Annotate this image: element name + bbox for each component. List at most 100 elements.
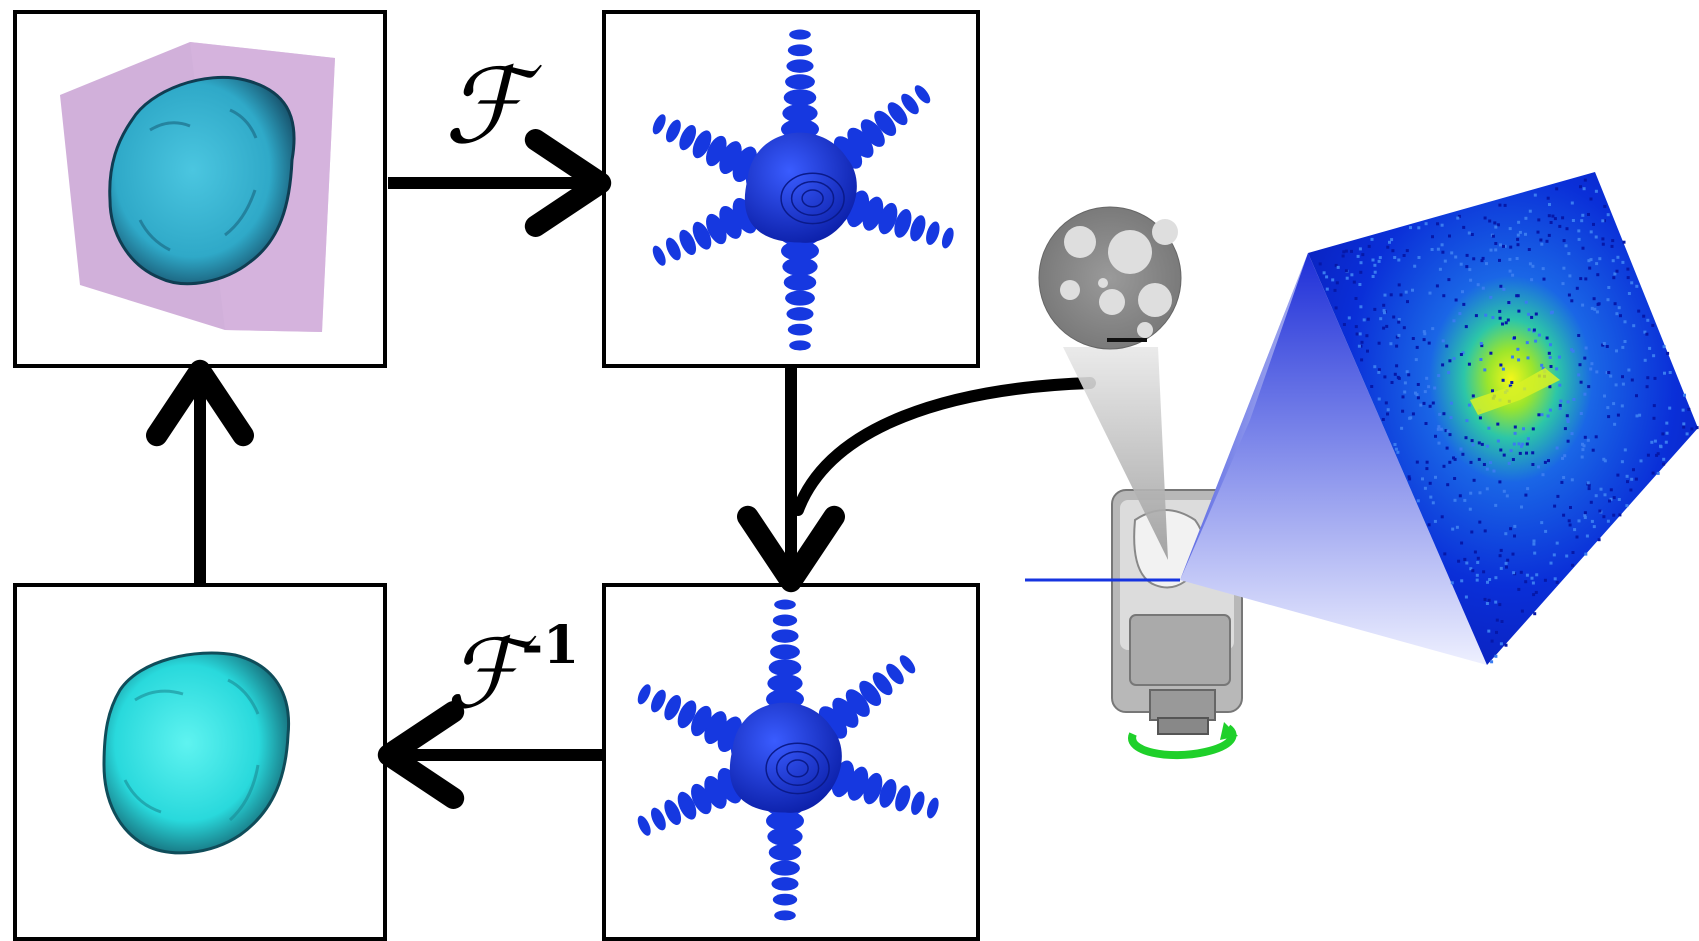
detector-noise-pixel [1499,566,1503,570]
detector-noise-pixel [1385,324,1389,328]
detector-noise-pixel [1571,219,1575,222]
detector-noise-pixel [1436,427,1440,431]
detector-noise-pixel [1532,539,1536,543]
detector-noise-pixel [1540,521,1544,525]
detector-noise-pixel [1620,460,1624,464]
diffraction-speckle [879,779,897,808]
detector-noise-pixel [1646,318,1650,322]
detector-noise-pixel [1682,422,1686,426]
detector-noise-pixel [1611,239,1615,243]
detector-noise-pixel [1386,408,1390,412]
detector-noise-pixel [1402,254,1406,257]
detector-noise-pixel [1533,612,1537,616]
detector-noise-pixel [1488,219,1492,223]
diffraction-speckle [767,827,803,846]
detector-noise-pixel [1468,268,1472,272]
diffraction-speckle [845,689,870,717]
detector-noise-pixel [1612,496,1616,500]
detector-noise-pixel [1635,394,1638,398]
detector-noise-pixel [1482,463,1486,466]
detector-noise-pixel [1560,480,1564,484]
detector-noise-pixel [1485,444,1489,448]
detector-noise-pixel [1480,442,1484,446]
detector-noise-pixel [1481,256,1485,260]
detector-noise-pixel [1435,284,1439,288]
detector-noise-pixel [1498,258,1501,262]
detector-noise-pixel [1358,283,1362,286]
detector-noise-pixel [1499,284,1503,288]
diffraction-speckle [894,209,912,238]
detector-noise-pixel [1428,481,1432,485]
detector-noise-pixel [1397,333,1401,337]
detector-noise-pixel [1390,381,1394,384]
detector-noise-pixel [1366,317,1370,321]
detector-noise-pixel [1489,351,1493,355]
detector-noise-pixel [1555,187,1559,191]
detector-noise-pixel [1433,519,1437,523]
detector-noise-pixel [1552,553,1556,557]
detector-noise-pixel [1605,345,1609,348]
detector-noise-pixel [1662,457,1666,461]
detector-noise-pixel [1526,487,1530,491]
detector-noise-pixel [1594,189,1598,193]
detector-noise-pixel [1439,427,1443,431]
detector-noise-pixel [1549,343,1552,347]
detector-noise-pixel [1335,281,1339,285]
detector-noise-pixel [1342,323,1346,326]
detector-noise-pixel [1459,353,1463,356]
detector-noise-pixel [1518,230,1522,234]
detector-noise-pixel [1359,261,1363,265]
detector-noise-pixel [1549,365,1553,368]
detector-noise-pixel [1531,463,1535,466]
detector-noise-pixel [1593,307,1597,311]
detector-noise-pixel [1413,264,1417,268]
detector-noise-pixel [1517,587,1521,591]
detector-noise-pixel [1437,425,1441,429]
detector-noise-pixel [1506,318,1510,322]
detector-noise-pixel [1650,440,1654,444]
detector-noise-pixel [1359,305,1363,309]
detector-noise-pixel [1471,569,1475,573]
detector-noise-pixel [1645,332,1649,336]
detector-noise-pixel [1445,344,1449,348]
detector-noise-pixel [1407,373,1411,377]
detector-noise-pixel [1547,214,1551,218]
detector-noise-pixel [1496,439,1500,443]
detector-noise-pixel [1619,314,1622,318]
detector-noise-pixel [1568,274,1572,278]
detector-noise-pixel [1519,570,1523,574]
detector-noise-pixel [1442,412,1446,416]
detector-noise-pixel [1607,286,1611,289]
detector-noise-pixel [1621,345,1625,349]
detector-noise-pixel [1496,223,1500,227]
detector-noise-pixel [1594,235,1598,239]
detector-noise-pixel [1577,229,1581,233]
detector-noise-pixel [1596,273,1600,277]
detector-noise-pixel [1547,459,1550,463]
detector-noise-pixel [1440,243,1444,247]
detector-noise-pixel [1558,224,1562,228]
diffraction-speckle [789,29,811,40]
detector-noise-pixel [1417,256,1421,259]
detector-noise-pixel [1528,262,1532,266]
diffraction-speckle [782,104,818,123]
detector-noise-pixel [1540,242,1544,246]
detector-noise-pixel [1455,525,1459,529]
detector-noise-pixel [1618,513,1622,517]
detector-noise-pixel [1469,491,1473,495]
detector-noise-pixel [1668,406,1672,410]
diffraction-speckle [832,697,859,728]
diffraction-speckle [914,85,931,104]
diffraction-ring [801,189,824,208]
detector-noise-pixel [1537,218,1541,222]
detector-noise-pixel [1583,516,1587,519]
detector-noise-pixel [1571,563,1575,567]
detector-noise-pixel [1632,468,1635,472]
detector-noise-pixel [1336,265,1340,269]
detector-noise-pixel [1581,448,1585,452]
detector-noise-pixel [1458,494,1462,498]
detector-noise-pixel [1562,476,1566,479]
detector-noise-pixel [1579,185,1582,189]
detector-noise-pixel [1595,262,1599,266]
detector-noise-pixel [1478,491,1482,495]
